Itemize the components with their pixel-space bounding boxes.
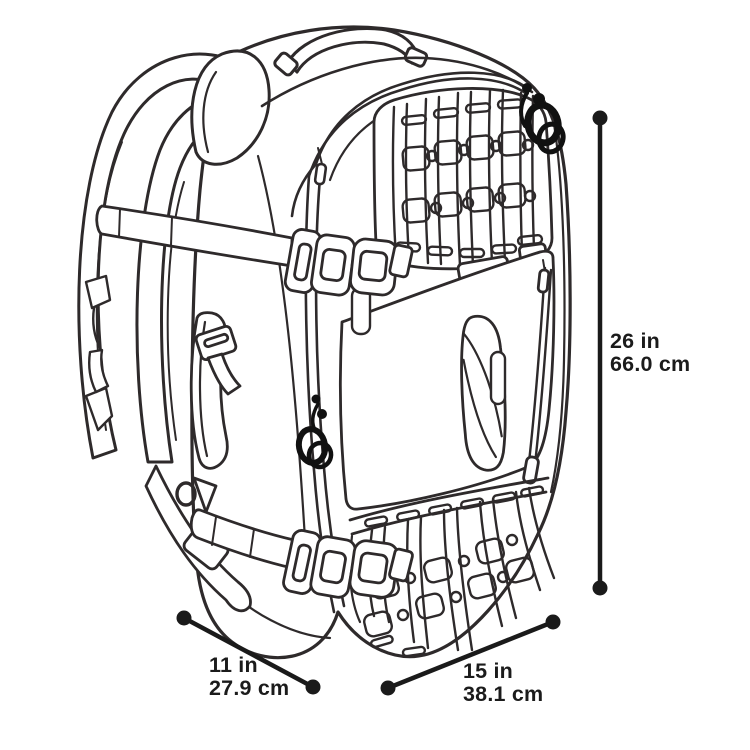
height-dimension-label: 26 in 66.0 cm	[610, 330, 690, 376]
dimension-endpoint-dot	[305, 679, 321, 695]
height-cm-value: 66.0 cm	[610, 352, 691, 376]
compression-strap-lower	[189, 508, 414, 599]
buckle-lower	[309, 535, 414, 599]
dimension-endpoint-dot	[592, 110, 608, 126]
height-inches-value: 26 in	[610, 329, 660, 353]
depth-cm-value: 27.9 cm	[209, 676, 290, 700]
pocket-zipper	[522, 259, 553, 485]
dimension-lines	[176, 110, 608, 696]
carabiner-top-icon	[519, 83, 566, 155]
dimension-endpoint-dot	[380, 680, 396, 696]
width-inches-value: 15 in	[463, 659, 513, 683]
carabiner-mid-icon	[295, 394, 334, 470]
compression-strap-upper	[95, 204, 414, 297]
height-dimension-line	[592, 110, 608, 596]
front-pocket	[338, 242, 556, 511]
dimension-endpoint-dot	[176, 610, 192, 626]
buckle-upper	[310, 233, 414, 297]
d-ring	[175, 476, 218, 514]
depth-dimension-label: 11 in 27.9 cm	[209, 654, 289, 700]
dimension-endpoint-dot	[592, 580, 608, 596]
depth-inches-value: 11 in	[209, 653, 258, 677]
width-dimension-label: 15 in 38.1 cm	[463, 660, 543, 706]
width-dimension-line	[380, 614, 561, 696]
width-cm-value: 38.1 cm	[463, 682, 544, 706]
side-handle	[189, 311, 242, 470]
molle-panel-top	[372, 87, 554, 271]
depth-dimension-line	[176, 610, 321, 695]
dimension-endpoint-dot	[545, 614, 561, 630]
back-panel-pad	[190, 49, 271, 166]
molle-panel-bottom	[348, 476, 556, 658]
